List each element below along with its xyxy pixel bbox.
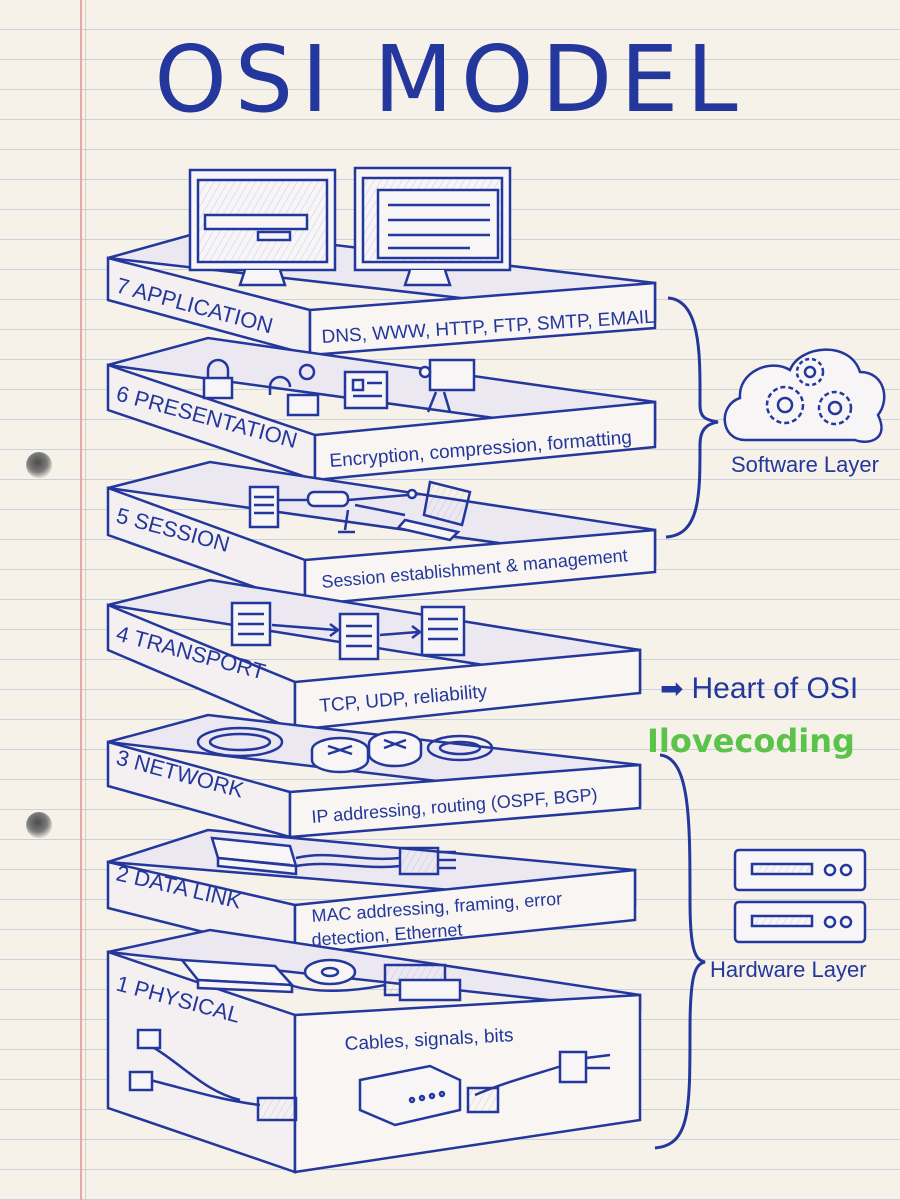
server-icon [230,601,272,647]
layer-5-session: 5 SESSION Session establishment & manage… [106,460,657,607]
layer-3-network: 3 NETWORK IP addressing, routing (OSPF, … [106,713,642,839]
cable-loop-icon [426,734,494,762]
modem-icon [179,958,295,994]
ethernet-plug-icon [398,846,456,876]
cable-loop-icon [196,726,284,758]
connector-icon [278,488,421,508]
layer-1-physical: 1 PHYSICAL Cables, signals, bits [106,928,642,1174]
switch-icon [210,836,298,876]
punch-hole-icon [26,452,52,478]
hardware-layer-label: Hardware Layer [710,957,867,982]
presentation-board-icon [418,358,476,413]
page-title: OSI MODEL [154,26,746,133]
software-layer-label: Software Layer [731,452,879,477]
monitor-search-icon [188,168,337,287]
layer-6-presentation: 6 PRESENTATION Encryption, compression, … [106,336,657,482]
hardware-server-icon [733,848,867,944]
paper-margin-line [80,0,82,1200]
heart-of-osi-text: Heart of OSI [691,672,859,705]
server-icon [248,485,280,529]
modem-icon [358,1064,462,1127]
software-brace [665,296,719,539]
monitor-document-icon [353,166,512,287]
router-icon [367,730,423,768]
padlock-icon [202,358,234,400]
document-icon [343,370,389,410]
ethernet-cable-icon [128,1028,298,1122]
fiber-connector-icon [303,958,357,986]
brand-watermark: Ilovecoding [647,722,855,760]
punch-hole-icon [26,812,52,838]
hardware-brace [654,753,706,1150]
laptop-icon [395,480,472,542]
server-icon [338,612,380,661]
heart-of-osi-label: ➡Heart of OSI [660,672,858,706]
arrow-right-icon: ➡ [660,673,684,704]
cloud-gears-icon [723,348,886,443]
layer-4-transport: 4 TRANSPORT TCP, UDP, reliability [106,578,642,732]
unlocked-padlock-icon [268,363,320,417]
ethernet-plug-icon [466,1050,611,1114]
network-card-icon [383,963,462,1002]
router-icon [310,736,370,774]
paper-margin-line-secondary [85,0,86,1200]
server-icon [420,605,466,657]
